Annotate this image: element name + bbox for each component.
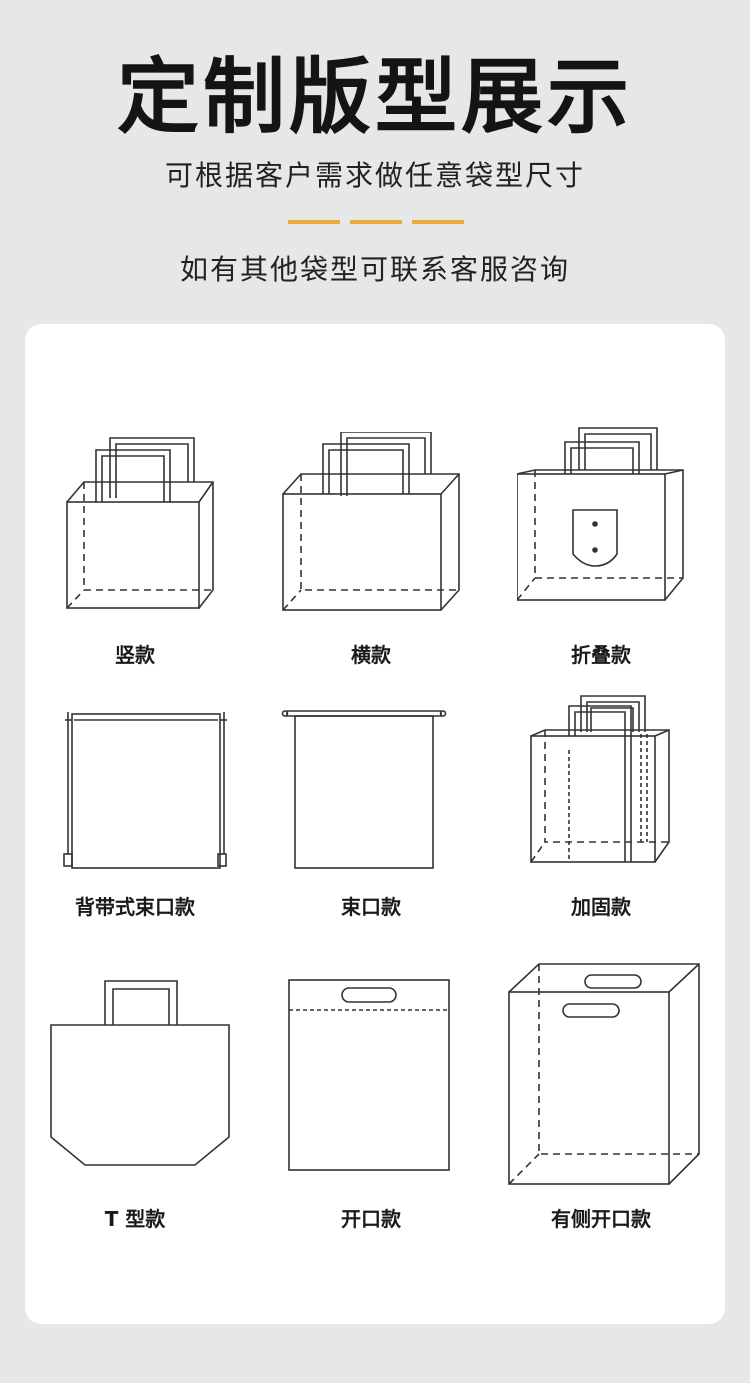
horizontal-tote-icon <box>281 432 461 612</box>
bag-label: 竖款 <box>115 643 155 667</box>
contact-note: 如有其他袋型可联系客服咨询 <box>179 253 570 286</box>
accent-dash <box>288 220 340 224</box>
bag-label: 折叠款 <box>571 643 631 667</box>
backpack-drawstring-icon <box>60 706 230 872</box>
gusset-die-cut-bag-icon <box>507 962 701 1186</box>
bag-label: 束口款 <box>341 895 401 919</box>
bag-label: T 型款 <box>104 1207 166 1231</box>
drawstring-bag-icon <box>281 708 449 872</box>
accent-dash <box>350 220 402 224</box>
bag-label: 横款 <box>351 643 391 667</box>
vertical-tote-icon <box>60 432 220 612</box>
foldable-tote-icon <box>517 426 685 604</box>
reinforced-tote-icon <box>529 694 673 866</box>
accent-divider <box>288 220 464 224</box>
bag-styles-card: 竖款 横款 折叠款 <box>25 324 725 1324</box>
bag-label: 有侧开口款 <box>551 1207 651 1231</box>
die-cut-bag-icon <box>287 978 451 1172</box>
accent-dash <box>412 220 464 224</box>
bag-label: 开口款 <box>341 1207 401 1231</box>
page-title: 定制版型展示 <box>116 50 633 145</box>
bag-label: 加固款 <box>571 895 631 919</box>
bag-label: 背带式束口款 <box>75 895 195 919</box>
t-shirt-bag-icon <box>49 979 231 1167</box>
page-subtitle: 可根据客户需求做任意袋型尺寸 <box>164 159 585 192</box>
